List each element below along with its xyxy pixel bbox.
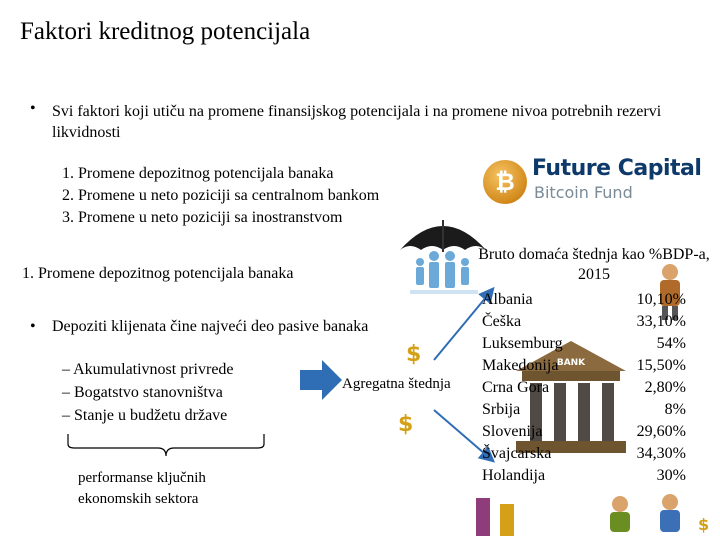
value-cell: 30% xyxy=(656,467,686,484)
country-cell: Slovenija xyxy=(482,423,543,440)
table-row: Češka 33,10% xyxy=(482,313,692,335)
arrows-icon xyxy=(433,286,496,463)
brace-icon xyxy=(67,434,265,457)
list-item: 3. Promene u neto poziciji sa inostranst… xyxy=(62,209,343,226)
country-cell: Holandija xyxy=(482,467,546,484)
bullet-main-text: Svi faktori koji utiču na promene finans… xyxy=(52,103,662,141)
section-heading: 1. Promene depozitnog potencijala banaka xyxy=(22,265,294,282)
country-cell: Češka xyxy=(482,313,522,330)
factors-list: 1. Promene depozitnog potencijala banaka… xyxy=(62,163,379,229)
cartoon-icon: $ xyxy=(476,494,709,536)
list-item: – Bogatstvo stanovništva xyxy=(62,384,223,401)
table-row: Srbija 8% xyxy=(482,401,692,423)
family-icon xyxy=(410,251,478,294)
value-cell: 15,50% xyxy=(636,357,686,374)
logo-line-2: Bitcoin Fund xyxy=(534,183,633,202)
cartoon-icon xyxy=(660,264,680,320)
value-cell: 2,80% xyxy=(644,379,686,396)
country-cell: Makedonija xyxy=(482,357,559,374)
list-item: 1. Promene depozitnog potencijala banaka xyxy=(62,165,334,182)
umbrella-icon xyxy=(400,220,486,252)
value-cell: 33,10% xyxy=(636,313,686,330)
value-cell: 34,30% xyxy=(636,445,686,462)
dollar-icon: $ xyxy=(406,342,422,367)
savings-sources-list: – Akumulativnost privrede – Bogatstvo st… xyxy=(62,358,234,427)
table-row: Slovenija 29,60% xyxy=(482,423,692,445)
table-title: Bruto domaća štednja kao %BDP-a, 2015 xyxy=(478,246,710,283)
bullet-dot: • xyxy=(30,318,36,335)
logo-line-1: Future Capital xyxy=(532,156,702,181)
table-row: Holandija 30% xyxy=(482,467,692,489)
future-capital-logo: ₿ Future Capital Bitcoin Fund xyxy=(483,156,702,208)
list-item: 2. Promene u neto poziciji sa centralnom… xyxy=(62,187,380,204)
bank-sign: BANK xyxy=(557,358,586,368)
value-cell: 54% xyxy=(656,335,686,352)
list-item: – Stanje u budžetu države xyxy=(62,407,228,424)
list-item: – Akumulativnost privrede xyxy=(62,361,234,378)
country-cell: Srbija xyxy=(482,401,521,418)
bank-icon: BANK xyxy=(516,341,626,453)
country-cell: Luksemburg xyxy=(482,335,563,352)
country-cell: Albania xyxy=(482,291,533,308)
country-cell: Švajcarska xyxy=(482,445,552,462)
slide-title: Faktori kreditnog potencijala xyxy=(20,18,311,45)
bullet-dot: • xyxy=(30,100,36,117)
table-row: Albania 10,10% xyxy=(482,291,692,313)
value-cell: 8% xyxy=(664,401,686,418)
dollar-icon: $ xyxy=(398,412,414,437)
table-row: Makedonija 15,50% xyxy=(482,357,692,379)
aggregate-savings-label: Agregatna štednja xyxy=(342,376,451,392)
bullet-deposits-text: Depoziti klijenata čine najveći deo pasi… xyxy=(52,318,369,335)
table-row: Švajcarska 34,30% xyxy=(482,445,692,467)
value-cell: 29,60% xyxy=(636,423,686,440)
svg-text:$: $ xyxy=(698,515,709,534)
bitcoin-coin-icon: ₿ xyxy=(483,160,527,204)
country-cell: Crna Gora xyxy=(482,379,550,396)
value-cell: 10,10% xyxy=(636,291,686,308)
table-row: Luksemburg 54% xyxy=(482,335,692,357)
arrow-icon xyxy=(300,360,342,400)
savings-table: Bruto domaća štednja kao %BDP-a, 2015 Al… xyxy=(476,245,712,495)
performance-label: performanse ključnih ekonomskih sektora xyxy=(78,470,206,507)
table-row: Crna Gora 2,80% xyxy=(482,379,692,401)
